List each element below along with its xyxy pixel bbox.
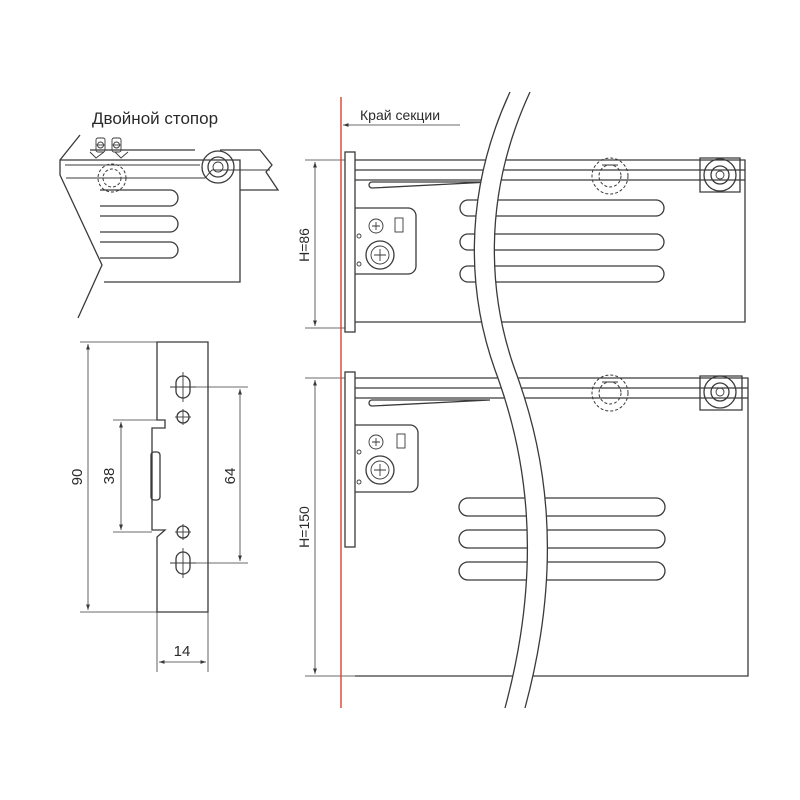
svg-text:38: 38 — [101, 468, 118, 485]
front-plate-h150 — [344, 371, 356, 548]
front-bracket: 90 38 64 14 — [69, 341, 248, 672]
front-plate-h86 — [344, 151, 356, 333]
detail-rail-break — [220, 149, 280, 191]
break-line — [473, 87, 548, 711]
svg-text:H=150: H=150 — [296, 506, 312, 548]
dimension-14: 14 — [156, 612, 209, 672]
dimension-38: 38 — [101, 419, 157, 533]
drawer-side-h86: H=86 — [296, 151, 746, 333]
stop-hidden-h86 — [591, 157, 629, 195]
drawer-side-h150: H=150 — [296, 371, 749, 677]
detail-body-outline — [59, 134, 103, 319]
double-stop-detail: Двойной стопор — [59, 109, 280, 319]
dimension-h86: H=86 — [296, 159, 345, 329]
front-connector-h86 — [355, 207, 417, 275]
svg-text:90: 90 — [69, 469, 86, 486]
detail-side-panel — [60, 159, 241, 283]
svg-text:14: 14 — [174, 643, 191, 660]
slots-h86 — [459, 199, 665, 283]
roller-h150 — [699, 375, 743, 411]
side-panel-h150 — [355, 377, 749, 677]
bracket-holes — [170, 372, 196, 578]
rail-h86 — [368, 181, 491, 189]
double-stop-label: Двойной стопор — [92, 109, 218, 128]
dimension-64: 64 — [190, 386, 248, 564]
dimension-h150: H=150 — [296, 377, 355, 677]
roller-h86 — [699, 157, 741, 193]
dimension-90: 90 — [69, 341, 157, 613]
bracket-slot — [150, 451, 161, 501]
front-connector-h150 — [355, 424, 419, 493]
svg-text:64: 64 — [222, 468, 239, 485]
rail-h150 — [368, 399, 491, 407]
detail-slots — [100, 189, 179, 259]
bracket-outline — [151, 341, 209, 613]
stop-hidden-h150 — [591, 374, 629, 412]
side-panel-h86 — [355, 159, 746, 323]
section-edge-label: Край секции — [360, 107, 440, 123]
svg-text:H=86: H=86 — [296, 228, 312, 262]
section-edge-indicator: Край секции — [340, 97, 460, 708]
slots-h150 — [458, 497, 666, 581]
detail-roller — [201, 150, 235, 184]
double-stop-icon — [89, 137, 129, 193]
